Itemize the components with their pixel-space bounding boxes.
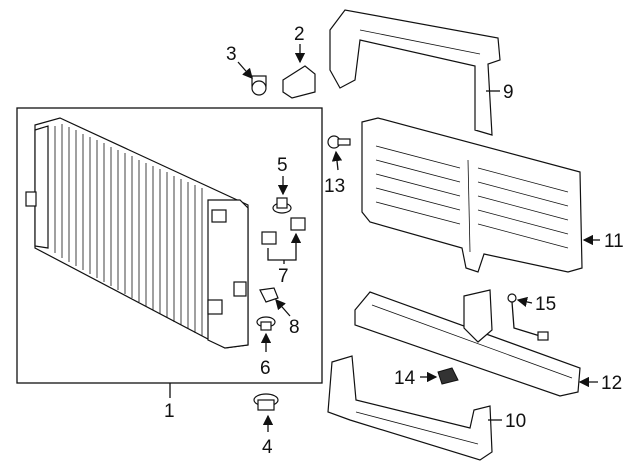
screw xyxy=(327,135,351,149)
insulator xyxy=(272,197,292,214)
callout-4: 4 xyxy=(262,437,273,458)
upper-baffle xyxy=(329,9,501,136)
callout-6: 6 xyxy=(260,358,271,379)
callout-10: 10 xyxy=(505,411,526,432)
callout-15: 15 xyxy=(535,294,556,315)
shutter-assembly xyxy=(361,117,583,273)
callout-12: 12 xyxy=(601,373,622,394)
radiator xyxy=(25,117,249,349)
callout-1: 1 xyxy=(164,401,175,422)
bolt xyxy=(251,75,267,96)
callout-3: 3 xyxy=(226,44,237,65)
callout-13: 13 xyxy=(324,176,345,197)
callout-8: 8 xyxy=(289,317,300,338)
grommet-lower xyxy=(253,393,279,411)
callout-2: 2 xyxy=(294,24,305,45)
bracket xyxy=(282,65,316,99)
callout-14: 14 xyxy=(394,368,416,389)
lower-baffle xyxy=(327,355,493,461)
callout-7: 7 xyxy=(278,266,289,287)
grommet-upper xyxy=(256,316,276,331)
callout-9: 9 xyxy=(503,82,514,103)
sensor xyxy=(507,293,549,341)
clips xyxy=(261,217,306,245)
bracket-small xyxy=(259,287,279,303)
insert xyxy=(437,367,459,385)
callout-5: 5 xyxy=(277,155,288,176)
callout-11: 11 xyxy=(604,231,624,252)
lower-deflector xyxy=(354,289,581,397)
